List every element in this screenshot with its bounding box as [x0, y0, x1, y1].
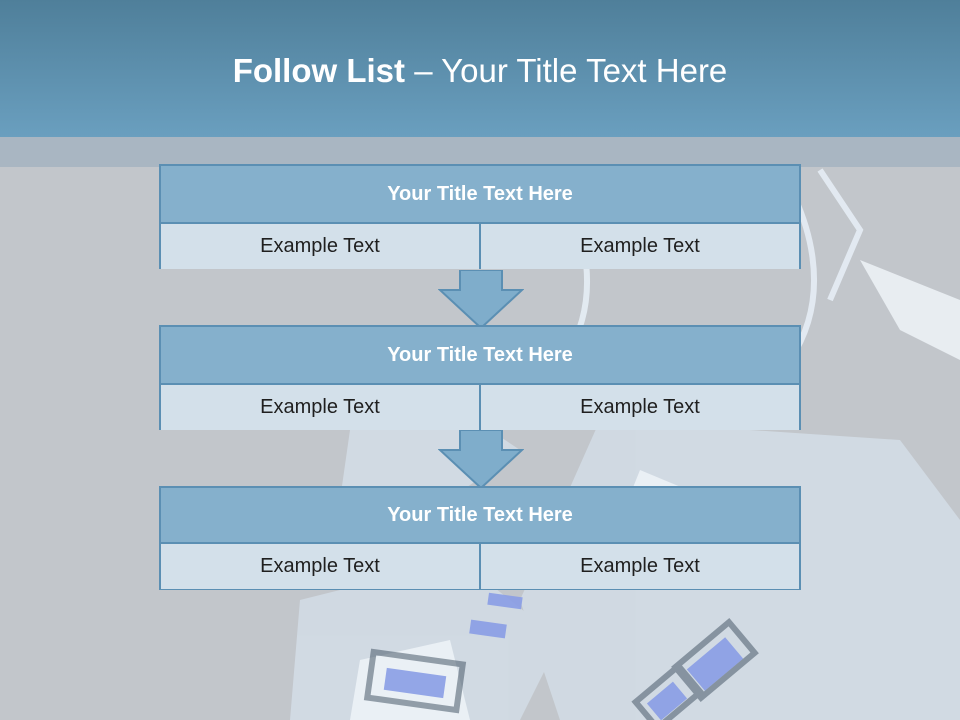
- block-cell-left[interactable]: Example Text: [161, 544, 479, 589]
- block-cell-right[interactable]: Example Text: [479, 224, 799, 269]
- slide-title-rest: – Your Title Text Here: [405, 52, 728, 89]
- title-header-bar: [0, 0, 960, 137]
- list-block-3[interactable]: Your Title Text Here Example Text Exampl…: [159, 486, 801, 590]
- block-cell-left[interactable]: Example Text: [161, 224, 479, 269]
- block-title[interactable]: Your Title Text Here: [161, 166, 799, 224]
- block-cell-left[interactable]: Example Text: [161, 385, 479, 430]
- list-block-2[interactable]: Your Title Text Here Example Text Exampl…: [159, 325, 801, 430]
- header-accent-band: [0, 137, 960, 167]
- block-cell-right[interactable]: Example Text: [479, 544, 799, 589]
- slide-title-bold: Follow List: [232, 52, 406, 89]
- block-cell-right[interactable]: Example Text: [479, 385, 799, 430]
- block-title[interactable]: Your Title Text Here: [161, 327, 799, 385]
- down-arrow-icon: [438, 430, 524, 490]
- list-block-1[interactable]: Your Title Text Here Example Text Exampl…: [159, 164, 801, 269]
- slide-title[interactable]: Follow List – Your Title Text Here: [0, 52, 960, 90]
- block-title[interactable]: Your Title Text Here: [161, 488, 799, 544]
- down-arrow-icon: [438, 270, 524, 330]
